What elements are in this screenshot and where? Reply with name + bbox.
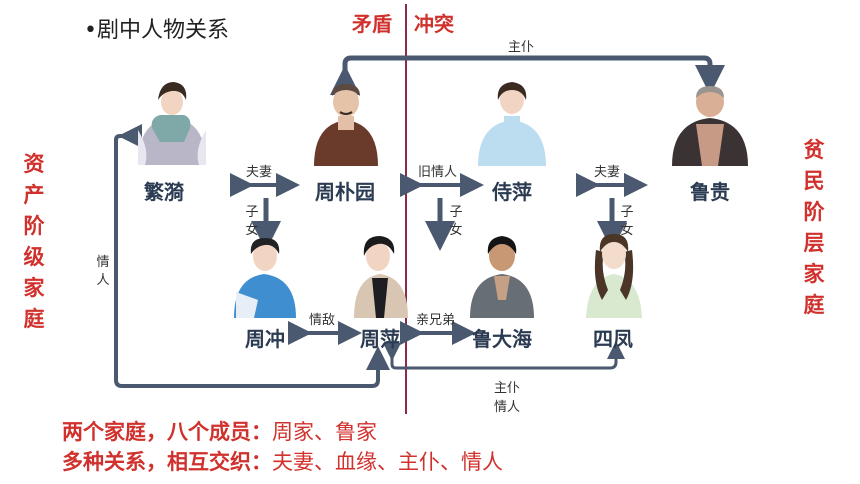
rel-master-servant-bottom: 主仆 <box>494 381 521 396</box>
portrait-zhouping <box>354 236 408 318</box>
name-zhoupuyuan: 周朴园 <box>315 180 375 204</box>
name-ludahai: 鲁大海 <box>472 327 532 351</box>
summary-line-1-detail: 周家、鲁家 <box>272 420 377 444</box>
summary-line-2-lead: 多种关系，相互交织： <box>62 450 272 474</box>
name-shiping: 侍萍 <box>492 180 532 204</box>
portrait-lugui <box>672 86 748 166</box>
summary-line-2-detail: 夫妻、血缘、主仆、情人 <box>272 450 503 474</box>
rel-lover-bottom: 情人 <box>494 400 521 415</box>
label-conflict: 冲突 <box>414 12 454 36</box>
rel-spouse-right: 夫妻 <box>594 165 621 180</box>
label-poor-family: 贫民阶层家庭 <box>803 137 825 317</box>
portrait-fanyi <box>138 82 206 165</box>
rel-children-3: 子女 <box>620 205 634 238</box>
name-sifeng: 四凤 <box>593 327 633 351</box>
rel-children-1: 子女 <box>245 205 259 238</box>
rel-master-servant-top: 主仆 <box>508 40 535 55</box>
arrow-master-servant-lover <box>383 341 625 370</box>
portrait-sifeng <box>586 234 642 318</box>
portrait-shiping <box>478 82 546 166</box>
page-title: •剧中人物关系 <box>84 18 229 43</box>
name-fanyi: 繁漪 <box>144 180 184 204</box>
summary-line-1-lead: 两个家庭，八个成员： <box>62 420 272 444</box>
name-lugui: 鲁贵 <box>690 180 730 204</box>
summary-line-2: 多种关系，相互交织：夫妻、血缘、主仆、情人 <box>62 446 503 476</box>
rel-children-2: 子女 <box>449 205 463 238</box>
summary-line-1: 两个家庭，八个成员：周家、鲁家 <box>62 416 377 446</box>
rel-lover-left: 情人 <box>96 255 110 288</box>
label-bourgeois-family: 资产阶级家庭 <box>23 151 45 331</box>
rel-old-lovers: 旧情人 <box>418 165 458 180</box>
portrait-zhouchong <box>234 238 296 318</box>
portrait-ludahai <box>470 236 534 318</box>
name-zhouchong: 周冲 <box>245 327 285 351</box>
rel-rivals: 情敌 <box>309 313 336 328</box>
arrow-lover-left <box>114 124 390 388</box>
arrow-zhupu-top <box>330 55 725 95</box>
label-contradiction: 矛盾 <box>352 12 392 36</box>
name-zhouping: 周萍 <box>360 327 400 351</box>
portrait-zhoupuyuan <box>314 84 378 166</box>
rel-brothers: 亲兄弟 <box>416 313 456 328</box>
rel-spouse-left: 夫妻 <box>246 165 273 180</box>
